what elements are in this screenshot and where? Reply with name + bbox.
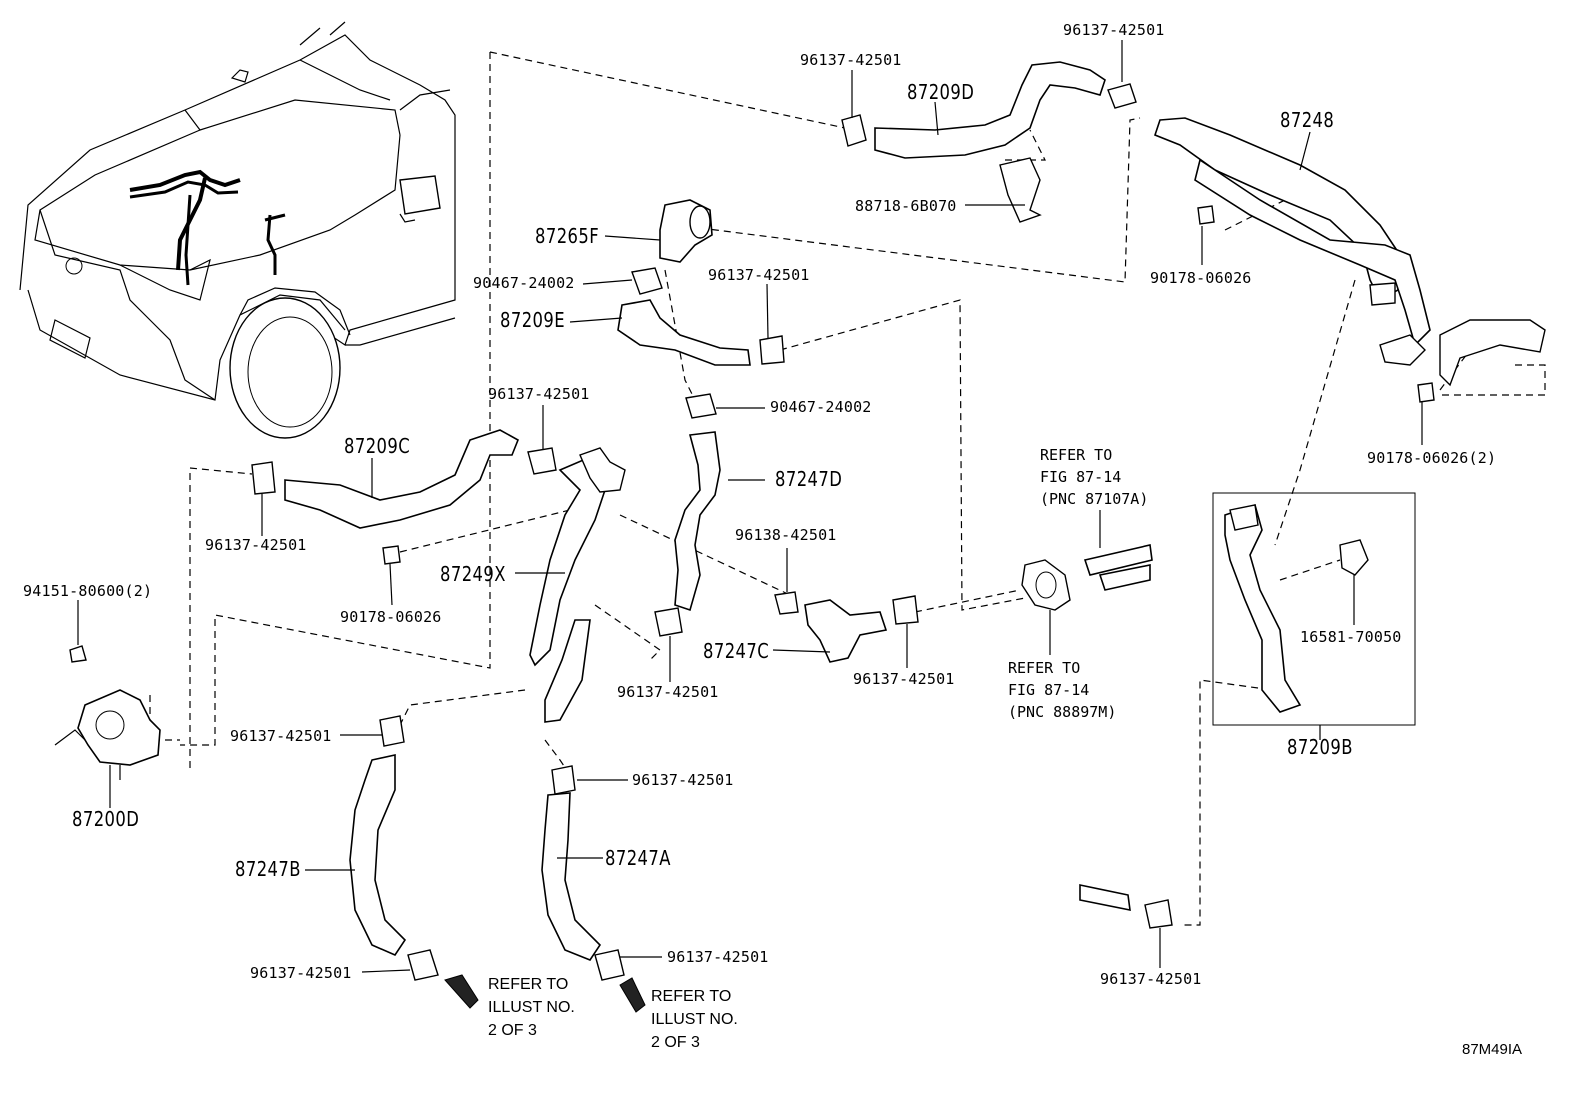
diagram-code: 87M49IA — [1462, 1041, 1523, 1058]
label-96137-87247b-bot: 96137-42501 — [250, 964, 352, 982]
clip-96137-bottom-right — [1144, 899, 1173, 929]
label-87247b: 87247B — [235, 857, 301, 881]
hose-87209b — [1224, 503, 1302, 713]
clip-96137-top-right — [1107, 83, 1137, 109]
hose-87247b — [349, 754, 407, 957]
label-96137-mid: 96137-42501 — [708, 266, 810, 284]
clip-96138 — [774, 591, 799, 615]
label-96137-top-left: 96137-42501 — [800, 51, 902, 69]
label-96137-bottom-right: 96137-42501 — [1100, 970, 1202, 988]
label-87248: 87248 — [1280, 108, 1335, 132]
inset-box-87209b — [1212, 492, 1416, 726]
clip-90467-b — [685, 393, 717, 419]
label-96137-c-left: 96137-42501 — [488, 385, 590, 403]
label-96137-under-87249: 96137-42501 — [617, 683, 719, 701]
refer-illust-2: REFER TO ILLUST NO. 2 OF 3 — [651, 988, 738, 1051]
hose-87247c — [804, 599, 888, 663]
refer-arrow-1 — [444, 974, 479, 1009]
label-90178-c: 90178-06026 — [340, 608, 442, 626]
label-96138: 96138-42501 — [735, 526, 837, 544]
clip-96137-87247a-bot — [594, 949, 625, 981]
clip-96137-87247b-top — [379, 715, 405, 747]
label-16581: 16581-70050 — [1300, 628, 1402, 646]
label-90467-b: 90467-24002 — [770, 398, 872, 416]
hose-87209e — [617, 299, 751, 366]
nut-94151 — [69, 645, 87, 663]
grommet-88897m — [1021, 559, 1071, 611]
hose-87209c — [284, 429, 520, 529]
clip-96137-87247b-bot — [407, 949, 439, 981]
nut-90178-top — [1197, 205, 1215, 225]
refer-arrow-2 — [619, 977, 646, 1013]
clip-90467-a — [631, 267, 663, 295]
connector-87248 — [1379, 334, 1426, 366]
pipe-87249x-head — [579, 447, 626, 493]
label-87209b: 87209B — [1287, 735, 1353, 759]
clip-96137-87247a-top — [551, 765, 576, 795]
clip-16581 — [1339, 539, 1369, 576]
label-87200d: 87200D — [72, 807, 140, 831]
label-94151: 94151-80600(2) — [23, 582, 153, 600]
pipes-87107a-2 — [1098, 564, 1151, 591]
bracket-87248 — [1439, 319, 1546, 387]
hose-87209d — [874, 61, 1106, 159]
label-87265f: 87265F — [535, 224, 600, 248]
label-90178-2: 90178-06026(2) — [1367, 449, 1497, 467]
vehicle-illustration — [19, 21, 456, 439]
clip-96137-c-left — [527, 447, 557, 475]
nut-90178-right — [1417, 382, 1435, 403]
clip-96137-top — [841, 114, 867, 147]
label-90178-a: 90178-06026 — [1150, 269, 1252, 287]
label-96137-87247b-top: 96137-42501 — [230, 727, 332, 745]
hose-87247d — [674, 431, 721, 612]
label-87209c: 87209C — [344, 434, 411, 458]
clip-87209b — [1229, 504, 1259, 531]
leader-lines — [77, 40, 1423, 973]
label-87209d: 87209D — [907, 80, 975, 104]
label-87249x: 87249X — [440, 562, 506, 586]
clip-96137-mid — [759, 335, 785, 365]
guide-lines — [149, 51, 1546, 926]
refer-fig-87107a: REFER TO FIG 87-14 (PNC 87107A) — [1040, 446, 1149, 508]
clip-96137-right-87247c — [892, 595, 919, 625]
pipes-87107a — [1083, 544, 1153, 576]
pipe-87249x-branch — [544, 619, 591, 723]
nut-90178-c — [382, 545, 401, 565]
refer-illust-1: REFER TO ILLUST NO. 2 OF 3 — [488, 976, 575, 1039]
refer-fig-88897m: REFER TO FIG 87-14 (PNC 88897M) — [1008, 659, 1117, 721]
label-87247c: 87247C — [703, 639, 770, 663]
label-87247a: 87247A — [605, 846, 671, 870]
label-96137-top-right: 96137-42501 — [1063, 21, 1165, 39]
clip-87248 — [1369, 282, 1396, 306]
pipe-bottom-right — [1079, 884, 1131, 912]
bracket-88718 — [999, 157, 1042, 223]
label-87247d: 87247D — [775, 467, 843, 491]
label-96137-87209c: 96137-42501 — [205, 536, 307, 554]
label-96137-87247a-top: 96137-42501 — [632, 771, 734, 789]
label-90467-a: 90467-24002 — [473, 274, 575, 292]
label-88718: 88718-6B070 — [855, 197, 957, 215]
label-96137-87247a-bot: 96137-42501 — [667, 948, 769, 966]
hose-87247a — [541, 792, 602, 961]
clip-96137-87209c — [251, 461, 276, 495]
label-87209e: 87209E — [500, 308, 565, 332]
pump-87200d — [77, 689, 161, 766]
label-96137-right-87247c: 96137-42501 — [853, 670, 955, 688]
clip-96137-under-87249 — [654, 607, 683, 637]
